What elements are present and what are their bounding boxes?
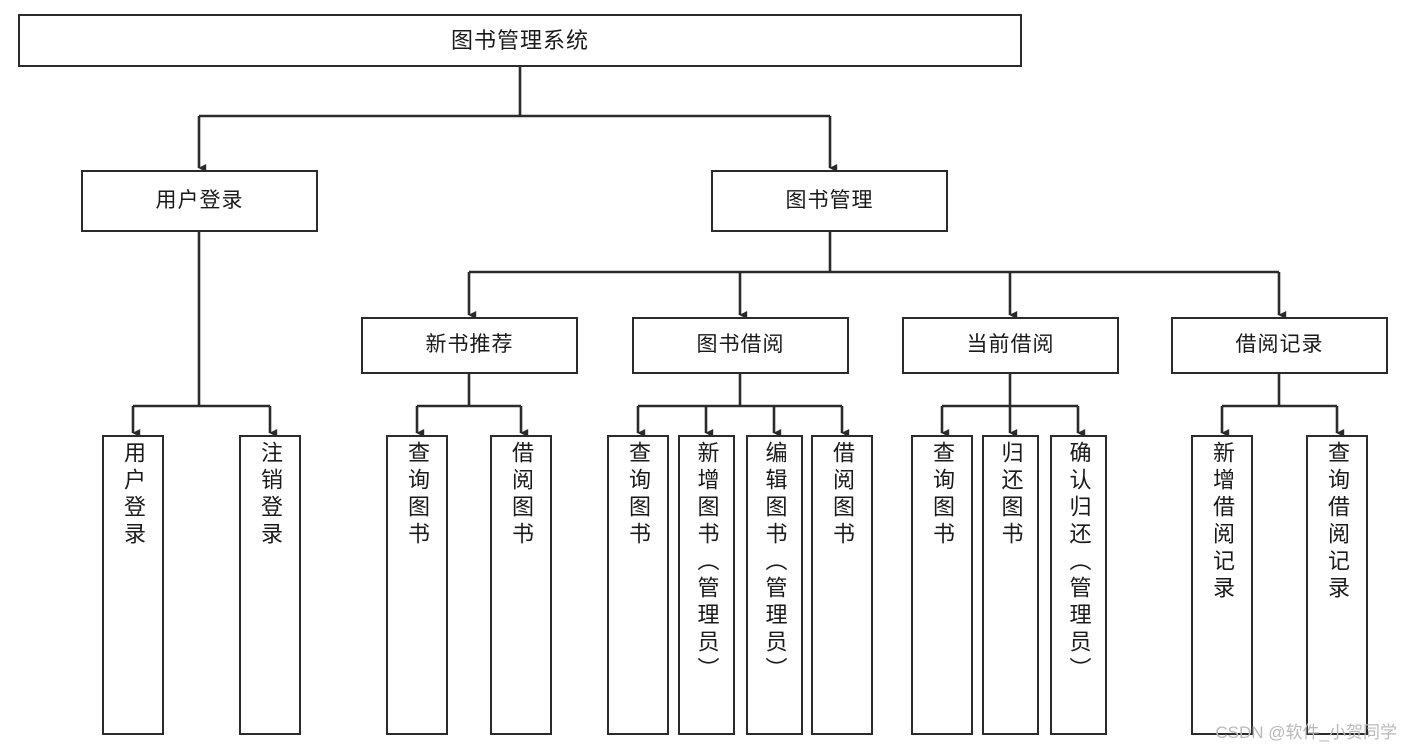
- node-label: 借阅图书: [830, 441, 855, 549]
- leaf-current-borrow-confirm-return-admin[interactable]: 确认归还（管理员）: [1050, 435, 1107, 735]
- node-label: 查询图书: [930, 441, 955, 549]
- node-user-login[interactable]: 用户登录: [81, 170, 318, 232]
- leaf-book-borrow-query-book[interactable]: 查询图书: [607, 435, 669, 735]
- node-label: 图书管理系统: [450, 27, 589, 53]
- node-label: 新书推荐: [425, 333, 514, 357]
- leaf-book-borrow-add-book-admin[interactable]: 新增图书（管理员）: [678, 435, 735, 735]
- node-label: 借阅图书: [509, 441, 534, 549]
- node-label: 归还图书: [998, 441, 1024, 549]
- leaf-borrow-record-query-record[interactable]: 查询借阅记录: [1306, 435, 1368, 735]
- node-label: 用户登录: [121, 441, 146, 549]
- node-label: 当前借阅: [966, 333, 1055, 357]
- node-label: 借阅记录: [1235, 333, 1324, 357]
- node-current-borrow[interactable]: 当前借阅: [902, 317, 1119, 374]
- node-label: 确认归还（管理员）: [1066, 441, 1092, 684]
- node-borrow-record[interactable]: 借阅记录: [1171, 317, 1388, 374]
- leaf-borrow-record-add-record[interactable]: 新增借阅记录: [1191, 435, 1253, 735]
- node-book-management[interactable]: 图书管理: [711, 170, 948, 232]
- node-label: 新增图书（管理员）: [694, 441, 720, 684]
- node-root-book-management-system[interactable]: 图书管理系统: [18, 14, 1022, 67]
- node-label: 图书借阅: [696, 333, 785, 357]
- leaf-book-borrow-edit-book-admin[interactable]: 编辑图书（管理员）: [746, 435, 803, 735]
- node-label: 用户登录: [155, 188, 244, 212]
- node-new-book-recommend[interactable]: 新书推荐: [361, 317, 578, 374]
- leaf-current-borrow-query-book[interactable]: 查询图书: [911, 435, 973, 735]
- leaf-user-login-login[interactable]: 用户登录: [102, 435, 164, 735]
- leaf-new-book-borrow-book[interactable]: 借阅图书: [490, 435, 552, 735]
- leaf-book-borrow-borrow-book[interactable]: 借阅图书: [811, 435, 873, 735]
- leaf-user-login-logout[interactable]: 注销登录: [239, 435, 301, 735]
- node-label: 查询图书: [626, 441, 651, 549]
- node-book-borrow[interactable]: 图书借阅: [632, 317, 849, 374]
- node-label: 编辑图书（管理员）: [762, 441, 788, 684]
- leaf-current-borrow-return-book[interactable]: 归还图书: [982, 435, 1039, 735]
- node-label: 查询图书: [405, 441, 430, 549]
- node-label: 图书管理: [785, 188, 874, 212]
- node-label: 注销登录: [258, 441, 283, 549]
- node-label: 新增借阅记录: [1210, 441, 1235, 603]
- leaf-new-book-query-book[interactable]: 查询图书: [386, 435, 448, 735]
- node-label: 查询借阅记录: [1325, 441, 1350, 603]
